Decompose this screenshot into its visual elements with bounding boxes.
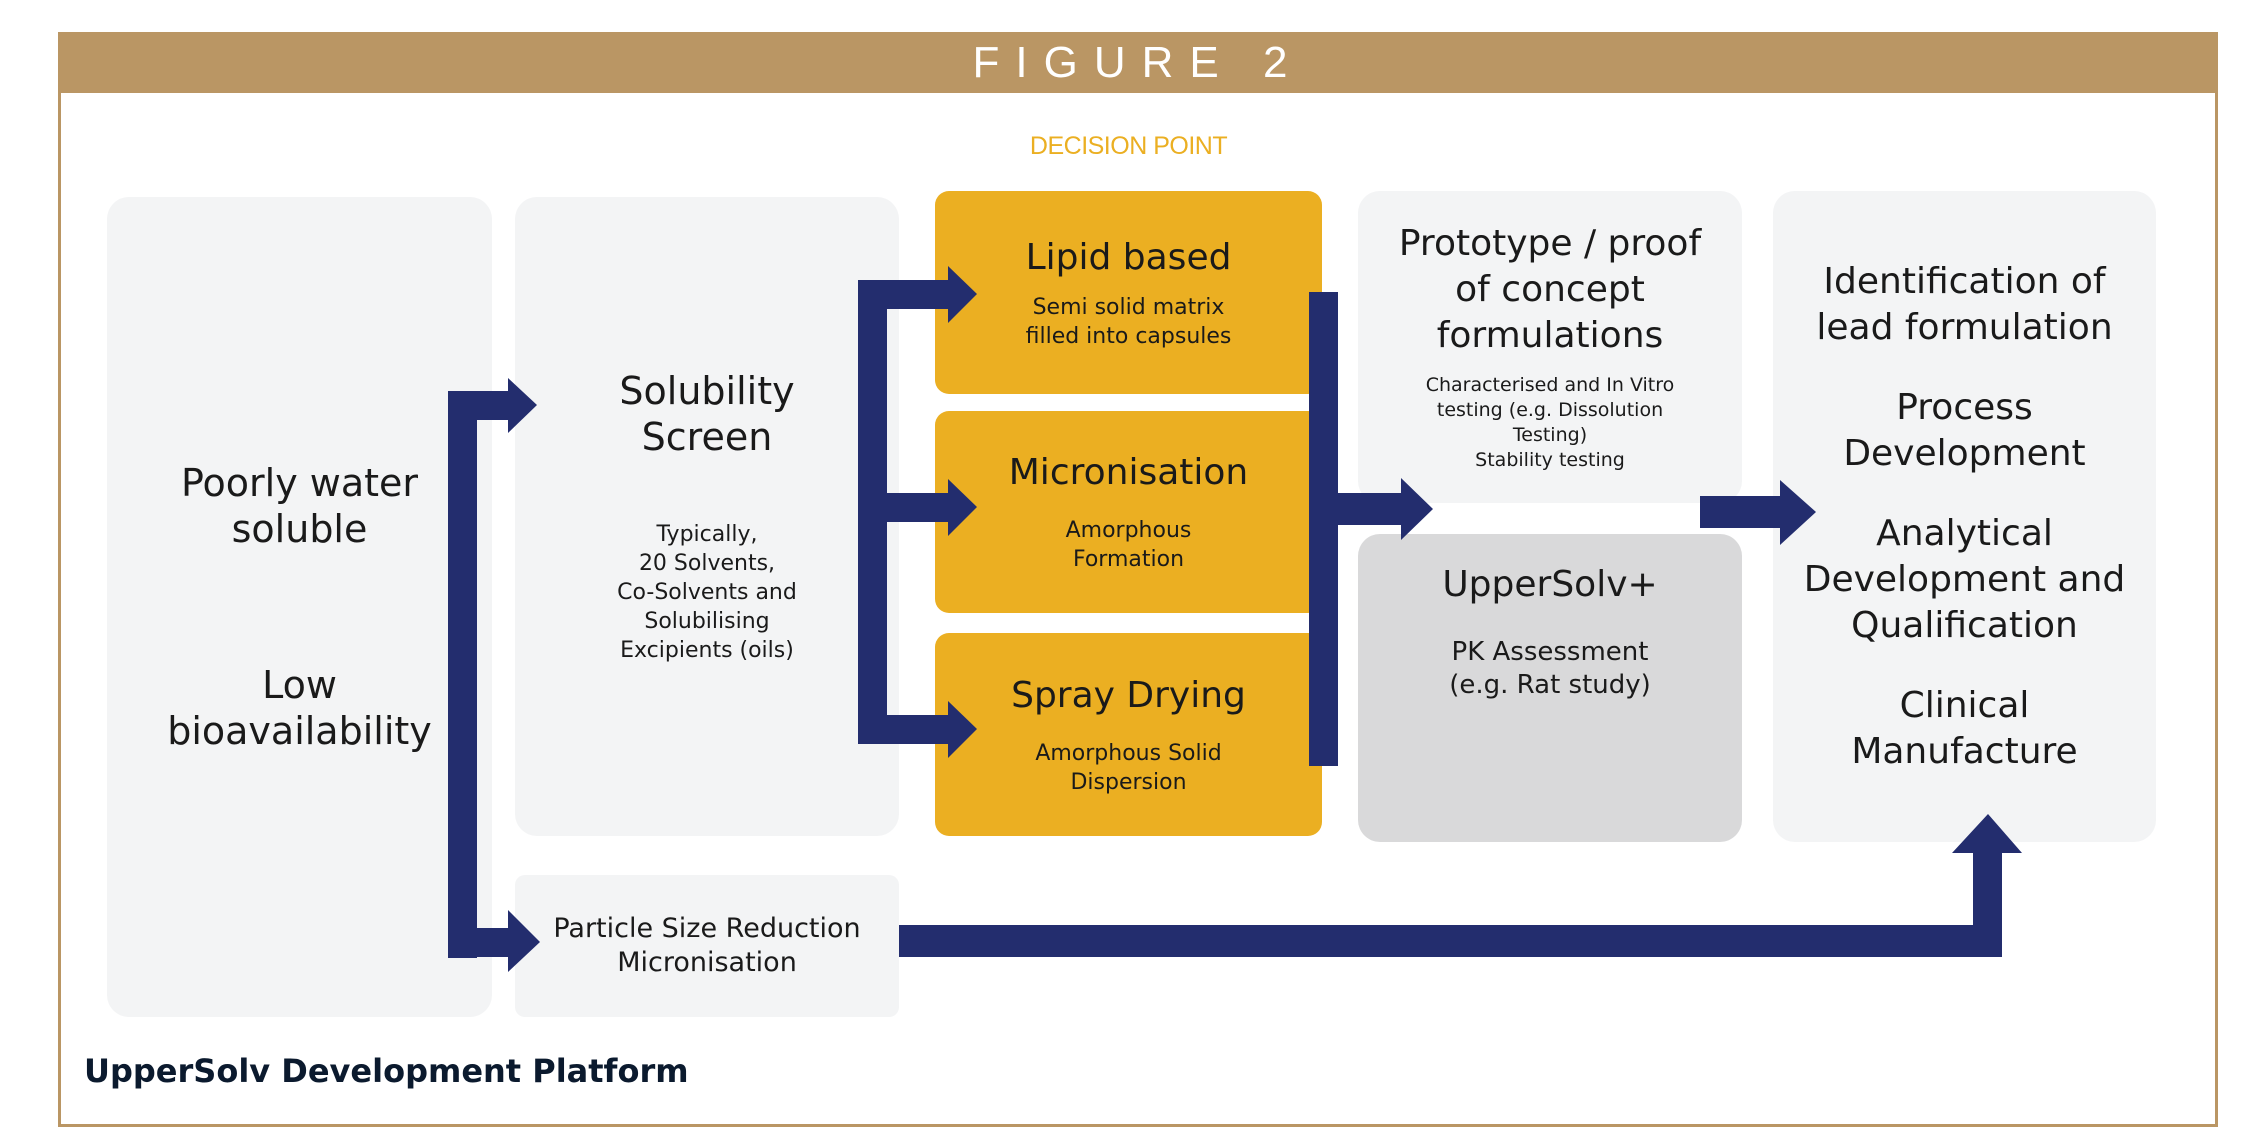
outcome-3-line-1: Manufacture — [1851, 730, 2078, 772]
arrow-collector-trunk — [1309, 292, 1338, 766]
decision-point-label: DECISION POINT — [1029, 132, 1228, 160]
arrow-to-micronisation — [858, 479, 977, 536]
node-micronisation: Micronisation Amorphous Formation — [935, 411, 1322, 613]
spray-detail-0: Amorphous Solid — [1035, 740, 1222, 766]
problem-line2: Low bioavailability — [167, 663, 432, 753]
micronisation-detail-1: Formation — [1072, 547, 1185, 572]
arrow-to-spray — [858, 701, 977, 758]
outcome-2-line-2: Qualification — [1851, 604, 2078, 646]
solubility-detail-4: Excipients (oils) — [620, 638, 794, 663]
figure-caption: UpperSolv Development Platform — [84, 1052, 689, 1090]
node-lipid-based: Lipid based Semi solid matrix filled int… — [935, 191, 1322, 394]
spray-detail-1: Dispersion — [1070, 769, 1187, 795]
spray-title: Spray Drying — [1011, 674, 1246, 716]
node-prototype: Prototype / proof of concept formulation… — [1358, 191, 1742, 503]
prototype-detail-1: testing (e.g. Dissolution — [1436, 399, 1664, 421]
outcome-3-line-0: Clinical — [1899, 684, 2030, 726]
prototype-detail-0: Characterised and In Vitro — [1425, 374, 1675, 396]
node-problem: Poorly water soluble Low bioavailability — [107, 197, 492, 1017]
solubility-detail-3: Solubilising — [644, 609, 770, 634]
prototype-title-1: of concept — [1455, 269, 1645, 310]
outcome-1-line-1: Development — [1843, 432, 2086, 474]
solubility-detail-0: Typically, — [656, 522, 758, 547]
uppersolv-detail-1: (e.g. Rat study) — [1449, 670, 1651, 700]
arrow-to-outcomes — [1700, 480, 1816, 545]
node-outcomes: Identification of lead formulation Proce… — [1773, 191, 2156, 842]
problem-line1: Poorly water soluble — [180, 461, 419, 551]
micronisation-title: Micronisation — [1008, 452, 1249, 493]
micronisation-detail-0: Amorphous — [1065, 518, 1192, 543]
arrow-problem-trunk — [448, 391, 477, 958]
outcome-2-line-0: Analytical — [1876, 512, 2053, 554]
uppersolv-title: UpperSolv+ — [1442, 564, 1658, 605]
node-spray-drying: Spray Drying Amorphous Solid Dispersion — [935, 633, 1322, 836]
solubility-detail-2: Co-Solvents and — [617, 580, 797, 605]
uppersolv-detail-0: PK Assessment — [1451, 637, 1649, 667]
arrow-to-lipid — [858, 266, 977, 323]
outcome-1-line-0: Process — [1896, 386, 2033, 428]
arrow-to-particle — [448, 910, 540, 972]
prototype-title-0: Prototype / proof — [1398, 223, 1702, 264]
arrow-to-solubility — [448, 378, 537, 433]
arrow-to-prototype — [1309, 478, 1433, 540]
prototype-detail-3: Stability testing — [1475, 449, 1625, 471]
prototype-detail-2: Testing) — [1512, 424, 1588, 446]
node-solubility-screen: Solubility Screen Typically, 20 Solvents… — [515, 197, 899, 836]
outcome-2-line-1: Development and — [1803, 558, 2126, 600]
lipid-detail-0: Semi solid matrix — [1032, 294, 1225, 320]
arrow-particle-to-outcomes — [899, 814, 2022, 957]
solubility-detail-1: 20 Solvents, — [638, 551, 776, 576]
node-uppersolv-plus: UpperSolv+ PK Assessment (e.g. Rat study… — [1358, 534, 1742, 842]
particle-title: Particle Size Reduction — [553, 913, 861, 944]
lipid-title: Lipid based — [1025, 236, 1232, 278]
node-particle-size-reduction: Particle Size Reduction Micronisation — [515, 875, 899, 1017]
outcome-0-line-0: Identification of — [1823, 260, 2106, 302]
lipid-detail-1: filled into capsules — [1025, 323, 1232, 349]
prototype-title-2: formulations — [1436, 315, 1664, 356]
figure-header: FIGURE 2 — [58, 32, 2218, 93]
outcome-0-line-1: lead formulation — [1816, 306, 2113, 348]
particle-detail: Micronisation — [617, 947, 797, 978]
solubility-title: Solubility Screen — [619, 369, 795, 459]
